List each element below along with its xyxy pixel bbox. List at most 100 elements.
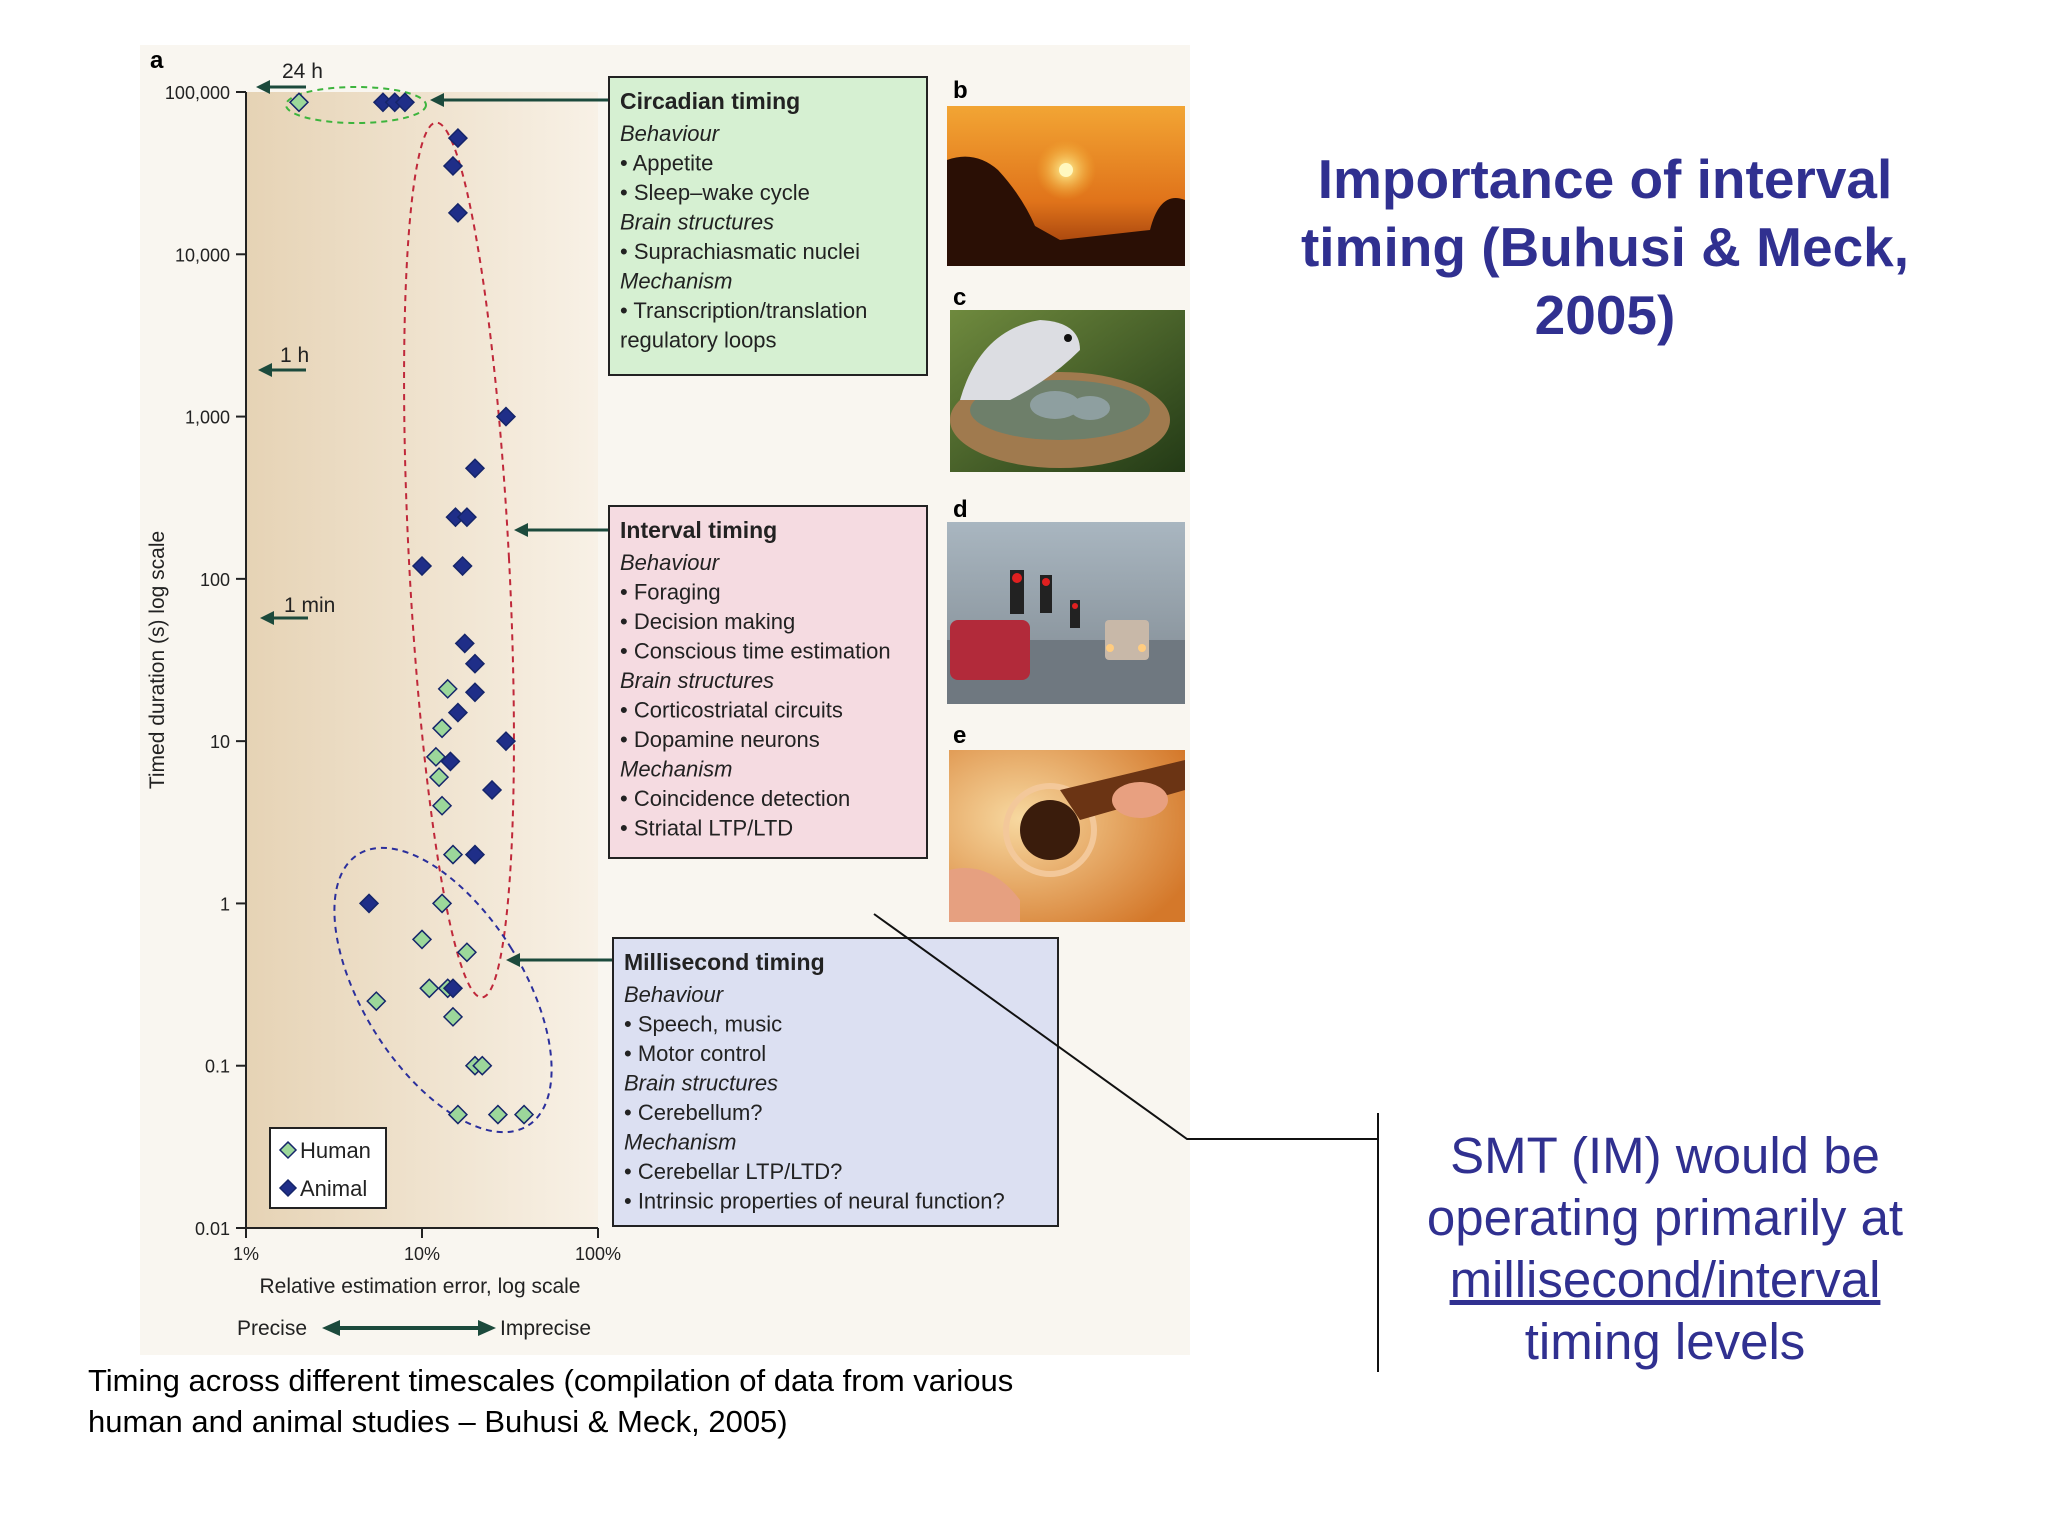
timing-box-bullet: • Cerebellar LTP/LTD? <box>624 1159 842 1184</box>
timing-box-heading: Behaviour <box>624 982 725 1007</box>
human-point <box>431 795 453 816</box>
animal-point <box>456 507 477 528</box>
human-point <box>513 1104 535 1125</box>
caption-line: human and animal studies – Buhusi & Meck… <box>88 1404 788 1439</box>
note-line: timing levels <box>1524 1313 1806 1370</box>
timing-box-heading: Brain structures <box>620 668 774 693</box>
timing-box-bullet: • Striatal LTP/LTD <box>620 816 793 841</box>
human-point <box>366 991 387 1012</box>
human-point <box>442 1006 464 1027</box>
timing-box-bullet: • Intrinsic properties of neural functio… <box>624 1189 1005 1214</box>
marker-24h: 24 h <box>256 60 323 94</box>
marker-1min-label: 1 min <box>284 594 335 617</box>
timing-box-bullet: • Motor control <box>624 1041 766 1066</box>
animal-point <box>464 458 486 479</box>
animal-point <box>454 633 475 654</box>
human-point <box>487 1104 508 1125</box>
timing-box-bullet: • Appetite <box>620 151 713 176</box>
human-point <box>288 92 310 113</box>
animal-point <box>442 155 464 177</box>
y-tick-label: 0.01 <box>195 1219 230 1239</box>
timing-box-bullet: • Speech, music <box>624 1012 782 1037</box>
timing-box-bullet: • Decision making <box>620 609 795 634</box>
note-line: operating primarily at <box>1426 1189 1904 1246</box>
marker-24h-label: 24 h <box>282 60 323 83</box>
scatter-points <box>288 92 535 1125</box>
y-tick-label: 10 <box>210 732 230 752</box>
timing-box-bullet: • Coincidence detection <box>620 786 850 811</box>
slide-title-line: 2005) <box>1534 284 1676 346</box>
interval-ellipse <box>403 121 515 999</box>
animal-point <box>464 682 486 703</box>
animal-point <box>394 92 416 113</box>
y-tick-label: 1,000 <box>185 408 230 428</box>
timing-box-bullet: • Transcription/translation <box>620 298 867 323</box>
timing-box-heading: Behaviour <box>620 121 721 146</box>
legend-label: Animal <box>300 1176 367 1201</box>
human-point <box>419 978 440 999</box>
timing-box-title: Circadian timing <box>620 88 800 114</box>
precision-arrow-left-head <box>322 1320 340 1336</box>
x-ticks: 1%10%100% <box>233 1228 621 1264</box>
timing-box-frame <box>608 505 928 859</box>
y-tick-label: 10,000 <box>175 245 230 265</box>
legend-label: Human <box>300 1138 371 1163</box>
timing-box-heading: Mechanism <box>624 1130 736 1155</box>
marker-1h: 1 h <box>258 344 309 377</box>
timing-box-heading: Behaviour <box>620 550 721 575</box>
x-axis-label: Relative estimation error, log scale <box>260 1275 581 1298</box>
box-connectors <box>430 93 613 967</box>
note-connector-line <box>873 913 1377 1140</box>
marker-1min: 1 min <box>260 594 335 625</box>
timing-box-title: Interval timing <box>620 517 777 543</box>
imprecise-label: Imprecise <box>500 1317 591 1340</box>
timing-box-text: regulatory loops <box>620 328 777 353</box>
precise-label: Precise <box>237 1317 307 1340</box>
y-axis-label: Timed duration (s) log scale <box>146 531 169 789</box>
animal-point <box>464 844 486 865</box>
timing-box-bullet: • Conscious time estimation <box>620 639 891 664</box>
traffic-lights-photo <box>947 522 1185 704</box>
animal-point <box>495 731 517 752</box>
panel-label-b: b <box>953 77 968 104</box>
x-tick-label: 10% <box>404 1244 440 1264</box>
timing-box-heading: Brain structures <box>620 210 774 235</box>
animal-point <box>440 751 461 772</box>
human-point <box>428 767 450 788</box>
x-tick-label: 1% <box>233 1244 259 1264</box>
human-point <box>442 844 464 865</box>
timing-box-bullet: • Foraging <box>620 580 721 605</box>
animal-point <box>411 555 433 577</box>
timing-box-heading: Mechanism <box>620 757 732 782</box>
panel-label-e: e <box>953 722 966 749</box>
panel-label-c: c <box>953 284 966 311</box>
animal-point <box>358 893 380 914</box>
slide-title: Importance of interval timing (Buhusi & … <box>1270 145 1940 349</box>
caption-line: Timing across different timescales (comp… <box>88 1363 1014 1398</box>
human-point <box>456 942 477 963</box>
timing-box-bullet: • Cerebellum? <box>624 1100 763 1125</box>
sunset-photo <box>947 106 1185 266</box>
animal-point <box>481 779 503 801</box>
timing-box-title: Millisecond timing <box>624 949 825 975</box>
circadian-ellipse <box>285 86 427 124</box>
timing-box-frame <box>608 76 928 376</box>
slide-title-line: Importance of interval <box>1317 148 1893 210</box>
animal-point <box>452 555 473 577</box>
human-point <box>411 929 433 950</box>
animal-legend-marker <box>278 1178 298 1198</box>
timing-box-heading: Mechanism <box>620 269 732 294</box>
animal-point <box>447 702 468 723</box>
human-point <box>431 893 453 914</box>
slide-note: SMT (IM) would be operating primarily at… <box>1380 1125 1950 1373</box>
precision-arrow-right-head <box>478 1320 496 1336</box>
animal-point <box>447 202 468 223</box>
dove-nest-photo <box>950 310 1185 472</box>
